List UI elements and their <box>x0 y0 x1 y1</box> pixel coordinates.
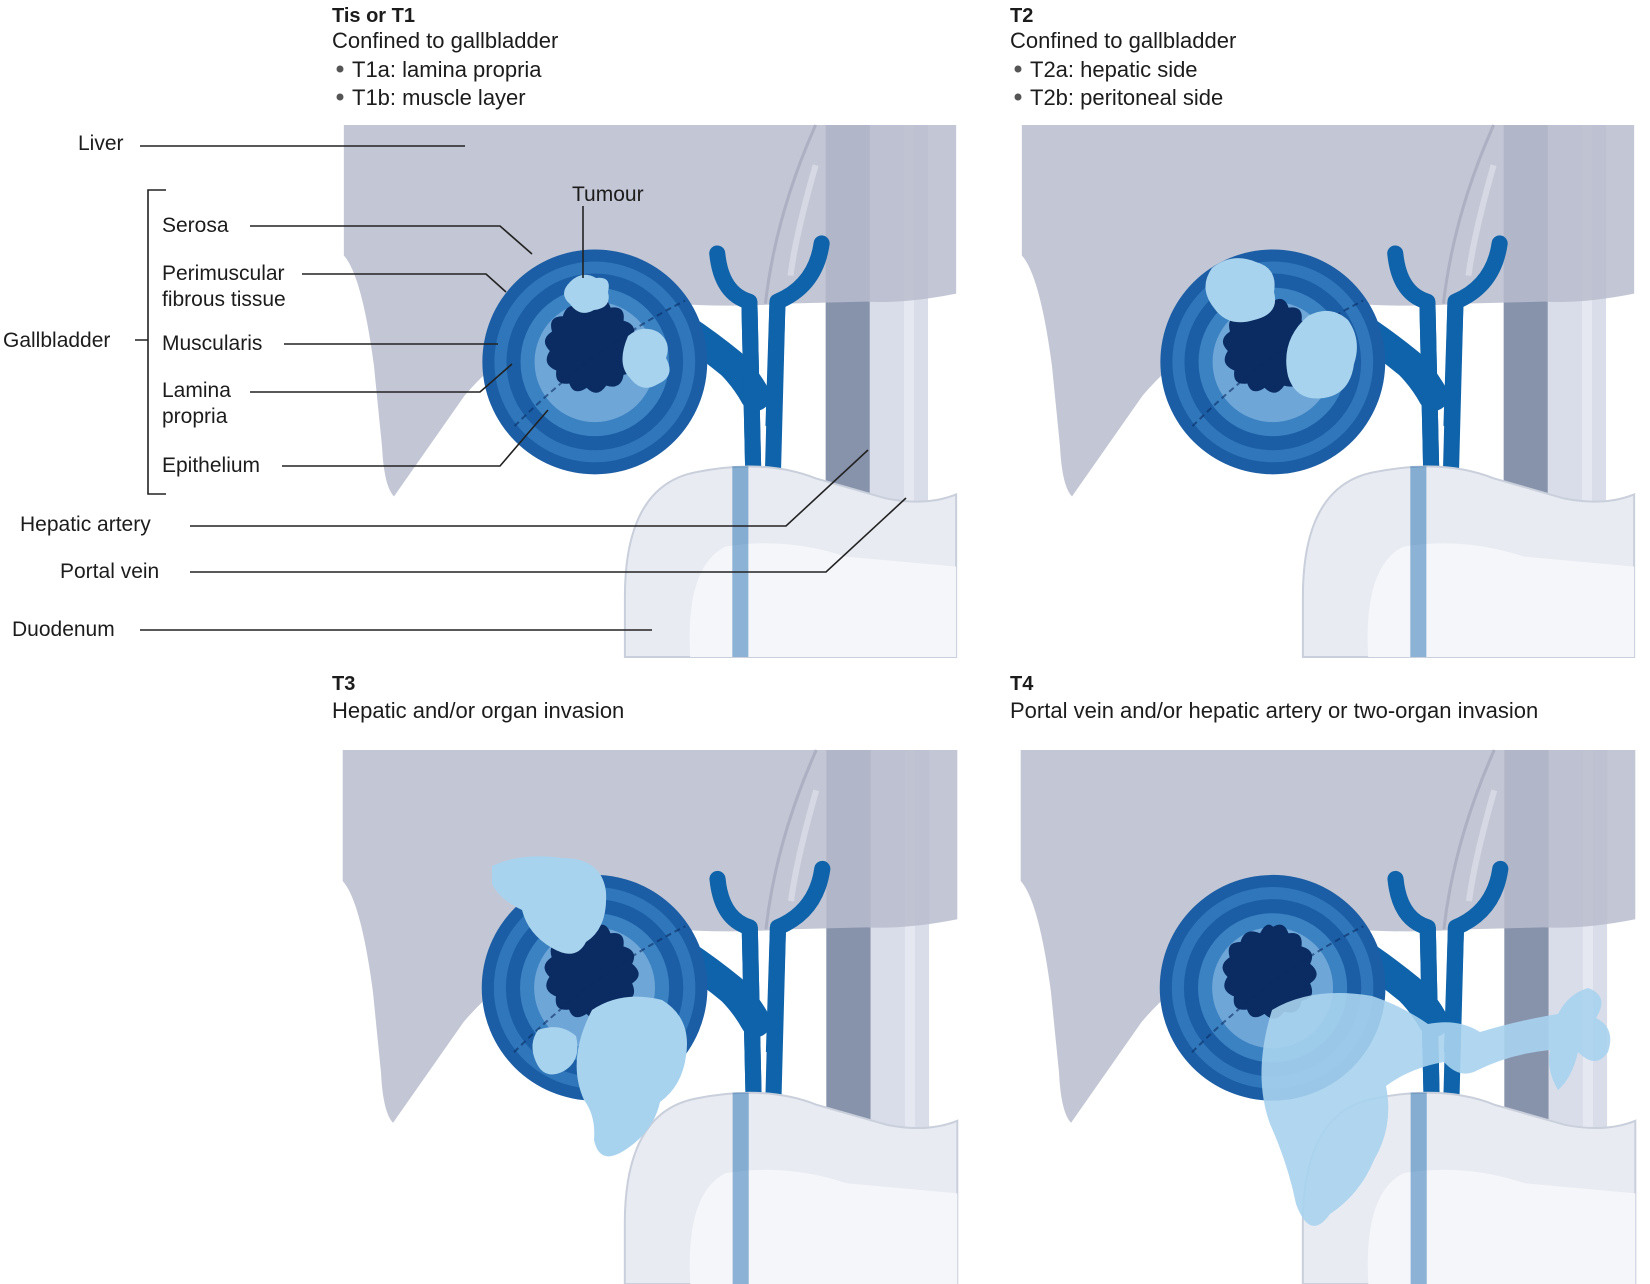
panel-1-illustration <box>344 125 956 657</box>
label-perimuscular-1: Perimuscular <box>162 262 285 285</box>
tumour-t2a <box>1205 258 1276 323</box>
label-muscularis: Muscularis <box>162 332 262 355</box>
panel-2-header: T2 Confined to gallbladder T2a: hepatic … <box>1010 5 1236 110</box>
panel-3-header: T3 Hepatic and/or organ invasion <box>332 673 624 723</box>
label-lamina-2: propria <box>162 405 228 428</box>
panel-4-subtitle: Portal vein and/or hepatic artery or two… <box>1010 698 1538 723</box>
panel-2-bullet-1: T2a: hepatic side <box>1030 57 1198 82</box>
tumour-t4 <box>1261 988 1611 1226</box>
label-lamina-1: Lamina <box>162 379 231 402</box>
tumour-t2b <box>1286 310 1357 399</box>
panel-1-subtitle: Confined to gallbladder <box>332 28 558 53</box>
label-liver: Liver <box>78 132 124 155</box>
panel-2-subtitle: Confined to gallbladder <box>1010 28 1236 53</box>
panel-1-bullet-1: T1a: lamina propria <box>352 57 542 82</box>
panel-4-illustration <box>1021 750 1636 1284</box>
panel-1-header: Tis or T1 Confined to gallbladder T1a: l… <box>332 5 558 110</box>
panel-3-subtitle: Hepatic and/or organ invasion <box>332 698 624 723</box>
anatomy-labels: Liver Gallbladder Serosa Perimuscular fi… <box>3 132 907 641</box>
label-epithelium: Epithelium <box>162 454 260 477</box>
tumour-2 <box>622 328 670 388</box>
panel-4-title: T4 <box>1010 673 1034 695</box>
label-duodenum: Duodenum <box>12 618 115 641</box>
tumour-1 <box>564 274 609 313</box>
panel-2-illustration <box>1022 125 1634 657</box>
tumour-t3-liver <box>492 856 607 954</box>
panel-4-header: T4 Portal vein and/or hepatic artery or … <box>1010 673 1538 723</box>
panel-3-illustration <box>343 750 958 1284</box>
tumour-t3-organ <box>576 996 687 1157</box>
label-tumour: Tumour <box>572 183 644 206</box>
label-gallbladder: Gallbladder <box>3 329 110 352</box>
label-perimuscular-2: fibrous tissue <box>162 288 286 311</box>
panel-1-title: Tis or T1 <box>332 5 415 27</box>
panel-1-bullet-2: T1b: muscle layer <box>352 85 526 110</box>
panel-2-bullet-2: T2b: peritoneal side <box>1030 85 1223 110</box>
label-hepatic-artery: Hepatic artery <box>20 513 151 536</box>
panel-3-title: T3 <box>332 673 355 695</box>
panel-2-title: T2 <box>1010 5 1033 27</box>
tumour-t3-small <box>532 1027 578 1075</box>
label-serosa: Serosa <box>162 214 229 237</box>
label-portal-vein: Portal vein <box>60 560 159 583</box>
